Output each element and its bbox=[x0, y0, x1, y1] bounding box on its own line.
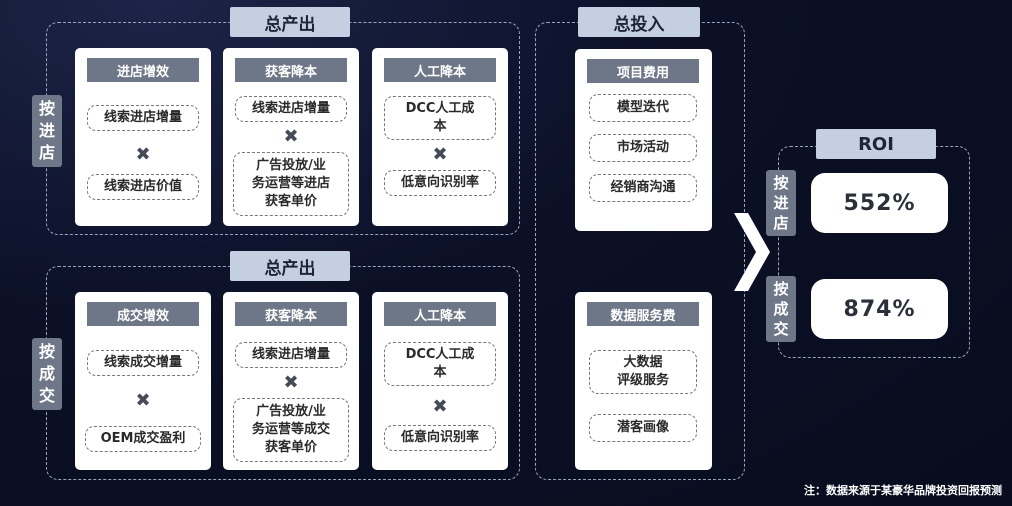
deal-card-acquisition-cost-bottom: 广告投放/业 务运营等成交 获客单价 bbox=[233, 398, 349, 462]
store-card-acquisition-cost: 获客降本 线索进店增量 ✖ 广告投放/业 务运营等进店 获客单价 bbox=[223, 48, 359, 226]
store-card-visit-efficiency-header: 进店增效 bbox=[87, 58, 199, 82]
project-fee-item-marketing: 市场活动 bbox=[589, 134, 697, 162]
data-service-item-rating: 大数据 评级服务 bbox=[589, 350, 697, 394]
source-footnote: 注：数据来源于某豪华品牌投资回报预测 bbox=[804, 484, 1002, 497]
total-input-title: 总投入 bbox=[578, 7, 700, 37]
project-fee-header: 项目费用 bbox=[587, 59, 699, 83]
project-fee-item-model: 模型迭代 bbox=[589, 94, 697, 122]
data-service-header: 数据服务费 bbox=[587, 302, 699, 326]
project-fee-card: 项目费用 模型迭代 市场活动 经销商沟通 bbox=[575, 49, 712, 231]
store-card-visit-efficiency-top: 线索进店增量 bbox=[87, 105, 199, 131]
roi-deal-label-text: 按 成 交 bbox=[773, 280, 789, 338]
chevron-right-icon bbox=[734, 213, 770, 291]
multiply-icon: ✖ bbox=[432, 396, 448, 417]
multiply-icon: ✖ bbox=[135, 144, 151, 165]
store-card-labor-cost-top: DCC人工成 本 bbox=[384, 96, 496, 140]
roi-store-label-text: 按 进 店 bbox=[773, 174, 789, 232]
deal-card-acquisition-cost: 获客降本 线索进店增量 ✖ 广告投放/业 务运营等成交 获客单价 bbox=[223, 292, 359, 470]
store-card-acquisition-cost-bottom: 广告投放/业 务运营等进店 获客单价 bbox=[233, 152, 349, 216]
multiply-icon: ✖ bbox=[283, 372, 299, 393]
store-side-label-text: 按 进 店 bbox=[38, 99, 55, 162]
deal-card-deal-efficiency: 成交增效 线索成交增量 ✖ OEM成交盈利 bbox=[75, 292, 211, 470]
roi-store-value: 552% bbox=[811, 173, 948, 233]
store-card-acquisition-cost-top: 线索进店增量 bbox=[235, 96, 347, 122]
store-card-visit-efficiency-bottom: 线索进店价值 bbox=[87, 174, 199, 200]
deal-card-deal-efficiency-header: 成交增效 bbox=[87, 302, 199, 326]
roi-store-label: 按 进 店 bbox=[766, 170, 796, 236]
store-output-title: 总产出 bbox=[230, 7, 350, 37]
deal-card-labor-cost-top: DCC人工成 本 bbox=[384, 342, 496, 386]
deal-side-label-text: 按 成 交 bbox=[38, 342, 55, 405]
deal-card-labor-cost-header: 人工降本 bbox=[384, 302, 496, 326]
deal-card-deal-efficiency-bottom: OEM成交盈利 bbox=[85, 426, 201, 452]
deal-card-labor-cost: 人工降本 DCC人工成 本 ✖ 低意向识别率 bbox=[372, 292, 508, 470]
deal-card-acquisition-cost-header: 获客降本 bbox=[235, 302, 347, 326]
deal-card-labor-cost-bottom: 低意向识别率 bbox=[384, 425, 496, 451]
data-service-item-profile: 潜客画像 bbox=[589, 414, 697, 442]
store-card-visit-efficiency: 进店增效 线索进店增量 ✖ 线索进店价值 bbox=[75, 48, 211, 226]
store-card-labor-cost: 人工降本 DCC人工成 本 ✖ 低意向识别率 bbox=[372, 48, 508, 226]
deal-card-deal-efficiency-top: 线索成交增量 bbox=[87, 350, 199, 376]
roi-title: ROI bbox=[816, 129, 936, 159]
roi-deal-value: 874% bbox=[811, 279, 948, 339]
store-side-label: 按 进 店 bbox=[32, 95, 62, 167]
multiply-icon: ✖ bbox=[283, 126, 299, 147]
roi-deal-label: 按 成 交 bbox=[766, 276, 796, 342]
multiply-icon: ✖ bbox=[135, 390, 151, 411]
deal-card-acquisition-cost-top: 线索进店增量 bbox=[235, 342, 347, 368]
store-card-labor-cost-header: 人工降本 bbox=[384, 58, 496, 82]
store-card-labor-cost-bottom: 低意向识别率 bbox=[384, 170, 496, 196]
store-card-acquisition-cost-header: 获客降本 bbox=[235, 58, 347, 82]
deal-side-label: 按 成 交 bbox=[32, 338, 62, 410]
data-service-card: 数据服务费 大数据 评级服务 潜客画像 bbox=[575, 292, 712, 470]
multiply-icon: ✖ bbox=[432, 144, 448, 165]
project-fee-item-dealer: 经销商沟通 bbox=[589, 174, 697, 202]
deal-output-title: 总产出 bbox=[230, 251, 350, 281]
